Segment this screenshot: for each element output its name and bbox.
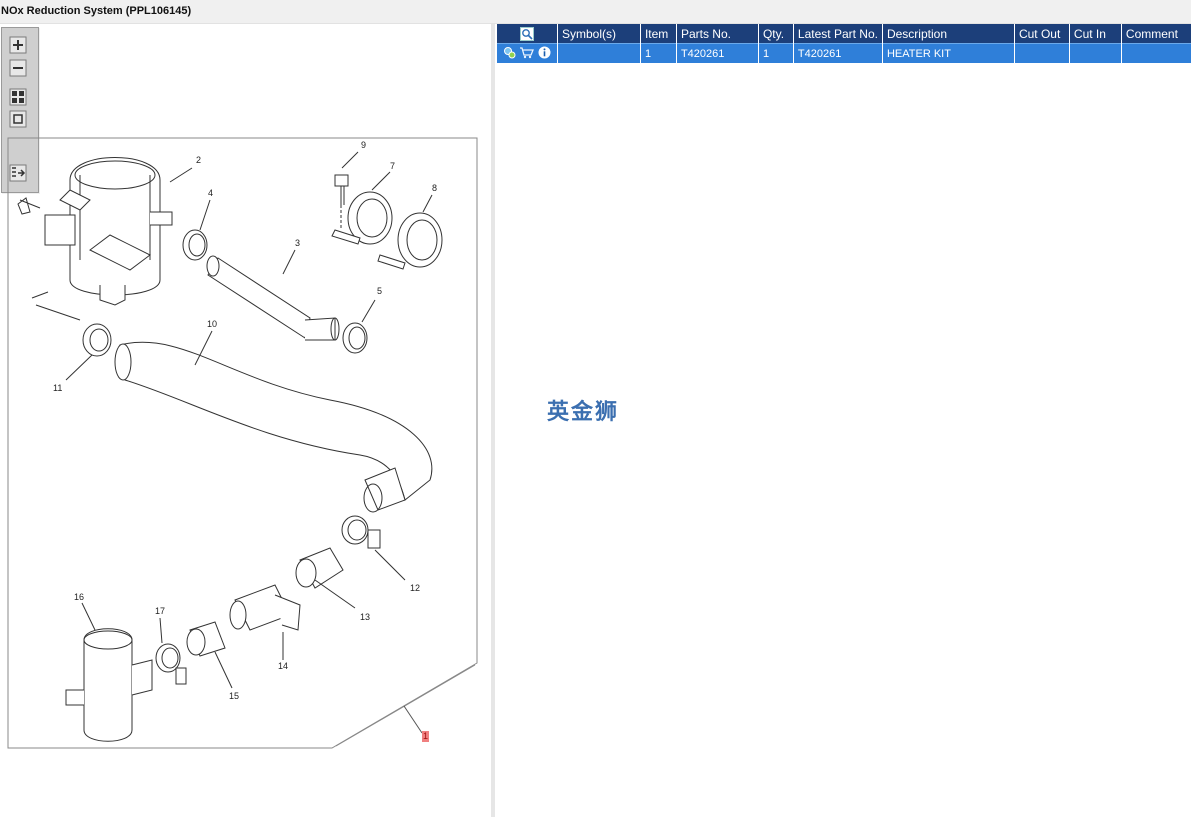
zoom-toolbar (1, 27, 39, 193)
column-header-latest-part-no[interactable]: Latest Part No. (793, 24, 883, 44)
part-11-hose-clip (65, 323, 112, 381)
part-9-bolt (334, 151, 359, 230)
window-title: NOx Reduction System (PPL106145) (1, 5, 192, 17)
latest-part-no-cell: T420261 (793, 43, 883, 63)
column-header-parts-no[interactable]: Parts No. (676, 24, 759, 44)
zoom-in-button[interactable] (9, 36, 27, 54)
svg-text:11: 11 (53, 383, 62, 393)
cut-out-cell (1014, 43, 1070, 63)
column-header-description[interactable]: Description (882, 24, 1015, 44)
qty-cell: 1 (758, 43, 794, 63)
svg-text:15: 15 (229, 691, 239, 701)
pane-splitter[interactable] (491, 24, 495, 817)
svg-text:17: 17 (155, 606, 165, 616)
column-header-qty[interactable]: Qty. (758, 24, 794, 44)
column-header-item[interactable]: Item (640, 24, 677, 44)
svg-text:16: 16 (74, 592, 84, 602)
row-actions-cell (497, 43, 558, 63)
column-header-symbols[interactable]: Symbol(s) (557, 24, 641, 44)
fit-window-icon (9, 110, 27, 128)
watermark-text: 英金狮 (547, 400, 620, 425)
magnify-icon (519, 26, 534, 41)
exploded-parts-diagram: 2 4 3 9 7 8 5 10 11 12 13 14 15 16 17 (7, 137, 478, 749)
cut-in-cell (1069, 43, 1122, 63)
svg-text:3: 3 (295, 238, 300, 248)
comment-cell (1121, 43, 1191, 63)
svg-text:8: 8 (432, 183, 437, 193)
column-header-cut-in[interactable]: Cut In (1069, 24, 1122, 44)
table-header-row: Symbol(s) Item Parts No. Qty. Latest Par… (497, 24, 1191, 44)
export-icon (9, 164, 27, 182)
svg-text:4: 4 (208, 188, 213, 198)
zoom-out-button[interactable] (9, 59, 27, 77)
cart-icon[interactable] (519, 46, 535, 62)
symbols-cell (557, 43, 641, 63)
part-12-hose-clip (341, 515, 406, 581)
window-title-bar: NOx Reduction System (PPL106145) (0, 0, 1191, 24)
part-no-cell: T420261 (676, 43, 759, 63)
svg-text:7: 7 (390, 161, 395, 171)
item-cell: 1 (640, 43, 677, 63)
zoom-out-icon (9, 59, 27, 77)
svg-text:12: 12 (410, 583, 420, 593)
part-8-clamp (377, 194, 443, 270)
fit-all-button[interactable] (9, 88, 27, 106)
parts-table: Symbol(s) Item Parts No. Qty. Latest Par… (497, 24, 1191, 63)
part-3-pipe (206, 249, 340, 341)
part-13-connector (295, 547, 356, 609)
parts-info-icon[interactable] (503, 46, 516, 62)
parts-list-pane: Symbol(s) Item Parts No. Qty. Latest Par… (495, 24, 1191, 817)
fit-all-icon (9, 88, 27, 106)
svg-text:10: 10 (207, 319, 217, 329)
svg-text:2: 2 (196, 155, 201, 165)
part-2-heater-unit (44, 157, 193, 306)
part-5-hose-clip (342, 299, 376, 354)
highlighted-callout-badge[interactable]: 1 (422, 731, 429, 742)
svg-text:13: 13 (360, 612, 370, 622)
part-4-hose-clip (182, 199, 211, 261)
fit-window-button[interactable] (9, 110, 27, 128)
part-15-fitting (186, 621, 233, 689)
info-icon[interactable] (538, 46, 551, 62)
part-14-tee-fitting (229, 584, 301, 660)
part-10-hose (114, 330, 433, 513)
part-17-hose-clip (155, 617, 187, 685)
zoom-in-icon (9, 36, 27, 54)
column-header-cut-out[interactable]: Cut Out (1014, 24, 1070, 44)
column-header-comment[interactable]: Comment (1121, 24, 1191, 44)
svg-text:5: 5 (377, 286, 382, 296)
part-7-clamp (331, 171, 393, 245)
description-cell: HEATER KIT (882, 43, 1015, 63)
part-16-housing (65, 602, 153, 742)
column-header-actions[interactable] (497, 24, 558, 44)
svg-text:9: 9 (361, 140, 366, 150)
table-row[interactable]: 1 T420261 1 T420261 HEATER KIT (497, 43, 1191, 63)
export-button[interactable] (9, 164, 27, 182)
svg-text:14: 14 (278, 661, 288, 671)
